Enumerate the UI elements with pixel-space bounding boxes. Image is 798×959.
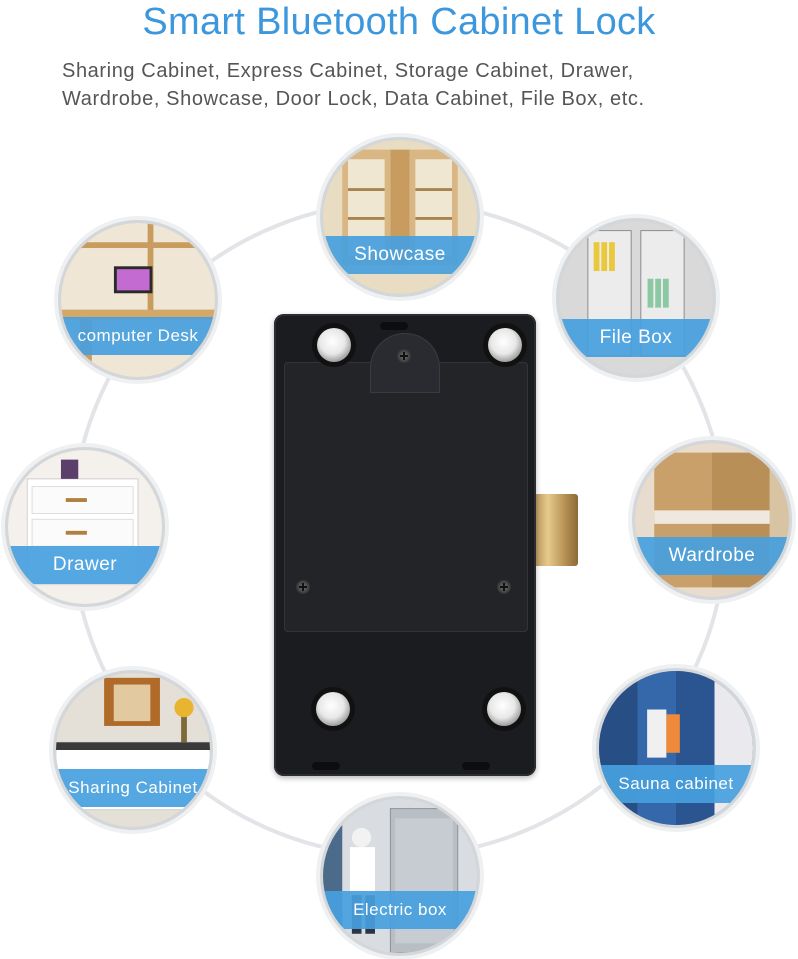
mount-hole-bottom-left (316, 692, 350, 726)
subtitle-line-2: Wardrobe, Showcase, Door Lock, Data Cabi… (62, 88, 645, 110)
lock-slot-bottom-right (462, 762, 490, 770)
lock-cover-panel (284, 362, 528, 632)
lock-slot-top (380, 322, 408, 330)
label-sharing-cabinet: Sharing Cabinet (56, 769, 210, 807)
bubble-file-box: File Box (556, 218, 716, 378)
bubble-drawer: Drawer (5, 447, 165, 607)
mount-hole-top-right (488, 328, 522, 362)
screw-right (497, 580, 511, 594)
bubble-wardrobe: Wardrobe (632, 440, 792, 600)
label-showcase: Showcase (323, 236, 477, 274)
page-title: Smart Bluetooth Cabinet Lock (142, 1, 656, 43)
mount-hole-top-left (317, 328, 351, 362)
bubble-sauna-cabinet: Sauna cabinet (596, 668, 756, 828)
mount-hole-bottom-right (487, 692, 521, 726)
label-file-box: File Box (559, 319, 713, 357)
bubble-electric-box: Electric box (320, 796, 480, 956)
label-drawer: Drawer (8, 546, 162, 584)
bubble-showcase: Showcase (320, 137, 480, 297)
subtitle: Sharing Cabinet, Express Cabinet, Storag… (62, 57, 782, 113)
lock-slot-bottom-left (312, 762, 340, 770)
label-sauna-cabinet: Sauna cabinet (599, 765, 753, 803)
bubble-sharing-cabinet: Sharing Cabinet (53, 670, 213, 830)
electric-box-scene (323, 799, 477, 953)
screw-left (296, 580, 310, 594)
lock-bolt (528, 494, 578, 566)
label-computer-desk: computer Desk (61, 317, 215, 355)
label-wardrobe: Wardrobe (635, 537, 789, 575)
subtitle-line-1: Sharing Cabinet, Express Cabinet, Storag… (62, 60, 634, 82)
lock-top-notch (370, 333, 440, 393)
label-electric-box: Electric box (323, 891, 477, 929)
bubble-computer-desk: computer Desk (58, 220, 218, 380)
screw-top (397, 349, 411, 363)
